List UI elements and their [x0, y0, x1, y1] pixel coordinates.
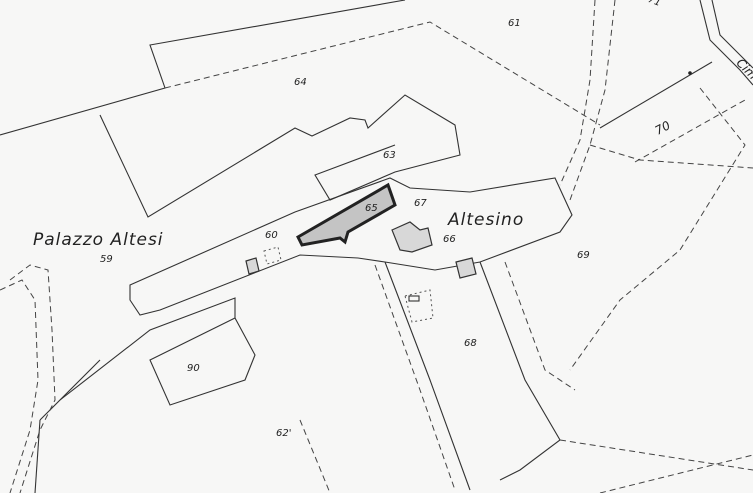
- building: [455, 257, 477, 279]
- parcel-boundary: [559, 439, 753, 471]
- parcel-label: 66: [443, 234, 456, 245]
- building: [408, 295, 420, 302]
- parcel-boundary: [634, 99, 746, 163]
- parcel-boundary: [164, 21, 601, 126]
- track: [559, 0, 596, 186]
- place-name-altesino: Altesino: [448, 210, 525, 230]
- survey-point: [688, 71, 692, 75]
- parcel-boundary: [59, 297, 236, 401]
- parcel-boundary: [589, 144, 753, 169]
- parcel-label: 59: [100, 254, 113, 265]
- parcel-label: 62': [276, 428, 292, 439]
- parcel-label: 61: [508, 18, 521, 29]
- parcel-label: 63: [383, 150, 396, 161]
- parcel-label: 69: [577, 250, 590, 261]
- building: [391, 221, 433, 253]
- building-outline: [404, 289, 434, 323]
- track: [9, 264, 56, 493]
- road-border: [699, 0, 753, 86]
- place-name-palazzo-altesi: Palazzo Altesi: [33, 230, 164, 250]
- parcel-90-boundary: [149, 317, 256, 406]
- parcel-label: 68: [464, 338, 477, 349]
- parcel-label: 60: [265, 230, 278, 241]
- parcel-boundary: [0, 0, 406, 136]
- parcel-label: 64: [294, 77, 307, 88]
- parcel-boundary: [599, 454, 753, 493]
- road-border: [711, 0, 753, 69]
- track: [0, 279, 39, 493]
- parcel-boundary: [39, 359, 101, 421]
- parcel-boundary: [34, 419, 41, 493]
- parcel-boundary: [479, 261, 561, 481]
- building-outline: [263, 246, 282, 265]
- parcel-boundary: [384, 261, 471, 491]
- parcel-boundary: [569, 87, 746, 371]
- parcel-boundary: [504, 261, 576, 391]
- track: [299, 419, 331, 493]
- parcel-label: 90: [187, 363, 200, 374]
- parcel-boundary: [374, 264, 456, 491]
- parcel-label: 67: [414, 198, 427, 209]
- building-65: [296, 182, 397, 247]
- parcel-boundary: [599, 61, 713, 129]
- parcel-boundary: [99, 94, 461, 218]
- parcel-label: 65: [365, 203, 378, 214]
- road-edge: [129, 177, 573, 316]
- building: [245, 257, 260, 275]
- track: [569, 0, 616, 201]
